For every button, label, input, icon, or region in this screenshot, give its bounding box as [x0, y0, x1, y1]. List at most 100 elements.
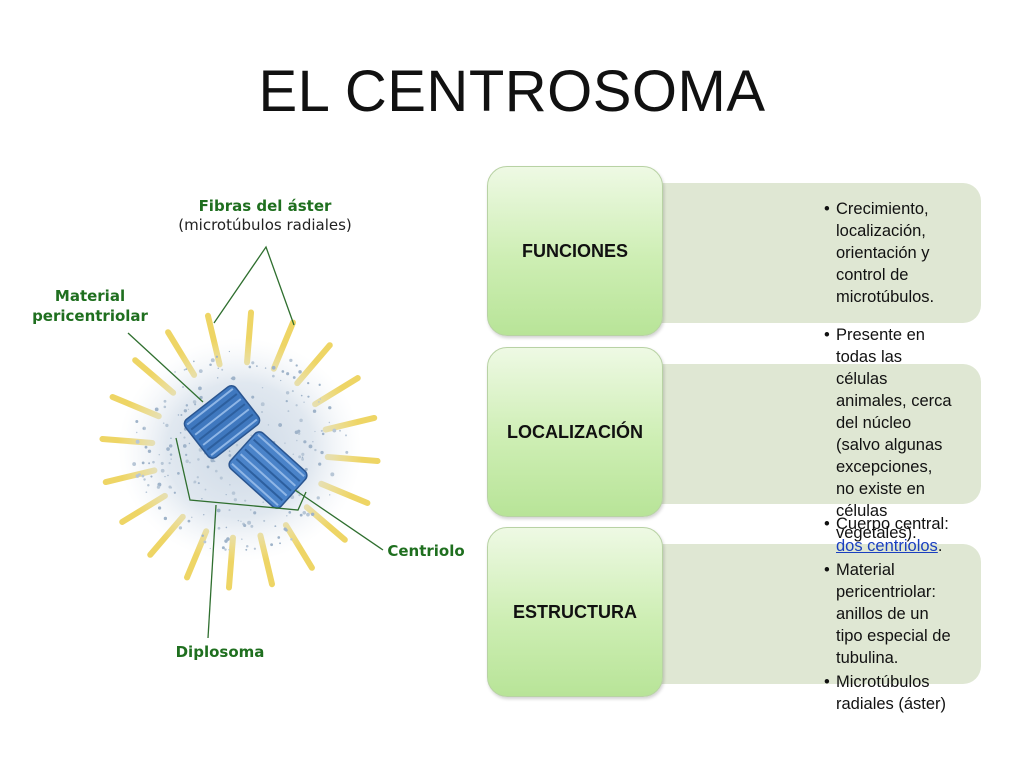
cloud-speckle [170, 437, 172, 440]
cloud-speckle [169, 453, 173, 456]
cloud-speckle [216, 377, 219, 379]
cloud-speckle [292, 376, 296, 379]
cloud-speckle [320, 450, 324, 455]
centriolo-label: Centriolo [387, 542, 465, 560]
cloud-speckle [248, 365, 252, 369]
cloud-speckle [147, 449, 152, 453]
material-label-line1: Material [54, 287, 126, 305]
cloud-speckle [198, 369, 203, 374]
cloud-speckle [290, 538, 293, 541]
cloud-speckle [284, 442, 286, 444]
cloud-speckle [163, 399, 167, 403]
section-funciones: Crecimiento, localización, orientación y… [487, 166, 987, 338]
cloud-speckle [179, 431, 182, 434]
microtubule-triplet [244, 448, 292, 492]
cloud-speckle [280, 379, 282, 382]
cloud-speckle [204, 488, 207, 491]
cloud-speckle [279, 542, 281, 545]
cloud-speckle [310, 512, 315, 517]
cloud-speckle [137, 473, 141, 477]
cloud-speckle [224, 539, 228, 543]
cloud-speckle [225, 494, 227, 496]
cloud-speckle [197, 482, 200, 485]
cloud-speckle [221, 368, 224, 371]
cloud-speckle [264, 367, 267, 369]
cloud-speckle [168, 444, 173, 448]
cloud-speckle [174, 371, 176, 373]
cloud-speckle [233, 498, 238, 502]
cloud-speckle [182, 444, 187, 448]
cloud-speckle [136, 431, 138, 434]
cloud-speckle [229, 484, 231, 486]
cloud-speckle [253, 547, 256, 550]
fibras-label: Fibras del áster [198, 197, 332, 215]
cloud-speckle [173, 491, 176, 494]
cloud-speckle [163, 516, 168, 521]
cloud-speckle [312, 441, 314, 443]
cloud-speckle [177, 414, 180, 416]
cloud-speckle [292, 453, 295, 456]
cloud-speckle [253, 511, 257, 515]
cloud-speckle [287, 410, 290, 413]
cloud-speckle [192, 400, 197, 404]
cloud-speckle [185, 404, 189, 407]
cloud-speckle [281, 370, 285, 373]
cloud-speckle [318, 401, 320, 403]
cloud-speckle [196, 476, 199, 479]
section-content-card: Crecimiento, localización, orientación y… [637, 183, 981, 323]
cloud-speckle [198, 386, 202, 391]
section-heading-tab: FUNCIONES [487, 166, 663, 336]
cloud-speckle [278, 423, 283, 427]
fibras-sublabel: (microtúbulos radiales) [178, 216, 352, 234]
cloud-speckle [345, 450, 349, 454]
cloud-speckle [152, 460, 155, 464]
cloud-speckle [261, 386, 264, 389]
cloud-speckle [263, 519, 266, 522]
centrosome-diagram [99, 245, 384, 639]
cloud-speckle [157, 506, 162, 510]
cloud-speckle [291, 390, 294, 393]
cloud-speckle [145, 491, 148, 494]
cloud-speckle [170, 486, 173, 489]
cloud-speckle [298, 493, 301, 497]
cloud-speckle [210, 358, 215, 363]
dos-centriolos-link[interactable]: dos centriolos [836, 537, 938, 555]
section-heading-tab: LOCALIZACIÓN [487, 347, 663, 517]
cloud-speckle [160, 461, 164, 465]
cloud-speckle [221, 546, 225, 550]
cloud-speckle [185, 453, 188, 457]
cloud-speckle [314, 430, 316, 433]
microtubule-triplet [248, 443, 297, 487]
cloud-speckle [178, 526, 183, 530]
bullet-item: Material pericentriolar: anillos de un t… [824, 559, 953, 669]
cloud-speckle [217, 367, 219, 370]
cloud-speckle [147, 483, 150, 487]
cloud-speckle [199, 395, 203, 400]
cloud-speckle [235, 443, 239, 447]
section-heading-tab: ESTRUCTURA [487, 527, 663, 697]
cloud-speckle [162, 422, 165, 424]
cloud-speckle [304, 467, 308, 471]
cloud-speckle [288, 510, 292, 514]
cloud-speckle [260, 410, 264, 414]
cloud-speckle [260, 402, 265, 407]
cloud-speckle [312, 409, 317, 413]
cloud-speckle [320, 429, 323, 432]
cloud-speckle [295, 364, 298, 367]
cloud-speckle [203, 513, 205, 516]
cloud-speckle [298, 455, 302, 459]
cloud-speckle [345, 434, 347, 437]
cloud-speckle [299, 513, 303, 517]
cloud-speckle [201, 498, 203, 500]
cloud-speckle [247, 520, 252, 525]
cloud-speckle [303, 401, 305, 403]
cloud-speckle [245, 544, 249, 548]
diplosoma-leader-line [207, 504, 217, 639]
cloud-speckle [244, 499, 247, 502]
bullet-list: Crecimiento, localización, orientación y… [824, 196, 953, 310]
cloud-speckle [206, 465, 210, 469]
microtubule-triplet [186, 387, 234, 426]
cloud-speckle [332, 428, 337, 433]
cloud-speckle [228, 453, 232, 457]
cloud-speckle [262, 501, 264, 503]
